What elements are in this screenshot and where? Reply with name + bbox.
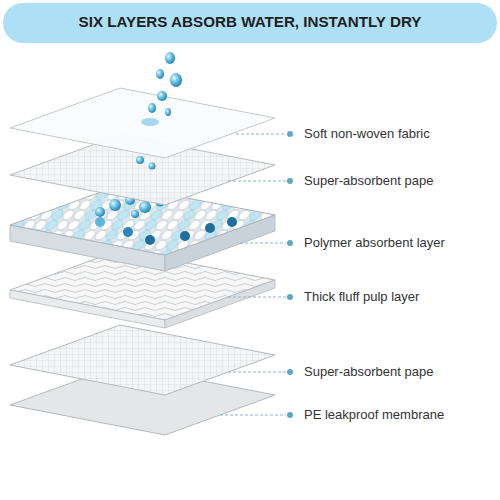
layer-label: Thick fluff pulp layer bbox=[304, 289, 419, 305]
absorbent-paper bbox=[10, 325, 275, 395]
layer-label: Super-absorbent pape bbox=[304, 173, 433, 189]
layer-label: PE leakproof membrane bbox=[304, 407, 444, 423]
leader-dots bbox=[287, 131, 293, 418]
non-woven-fabric bbox=[10, 88, 275, 158]
layer-label: Polymer absorbent layer bbox=[304, 235, 445, 251]
water-drops bbox=[148, 52, 182, 116]
banner-title: SIX LAYERS ABSORB WATER, INSTANTLY DRY bbox=[10, 12, 490, 32]
layer-label: Soft non-woven fabric bbox=[304, 126, 430, 142]
leader-lines bbox=[220, 134, 286, 415]
layer-label: Super-absorbent pape bbox=[304, 364, 433, 380]
title-banner bbox=[3, 3, 497, 43]
